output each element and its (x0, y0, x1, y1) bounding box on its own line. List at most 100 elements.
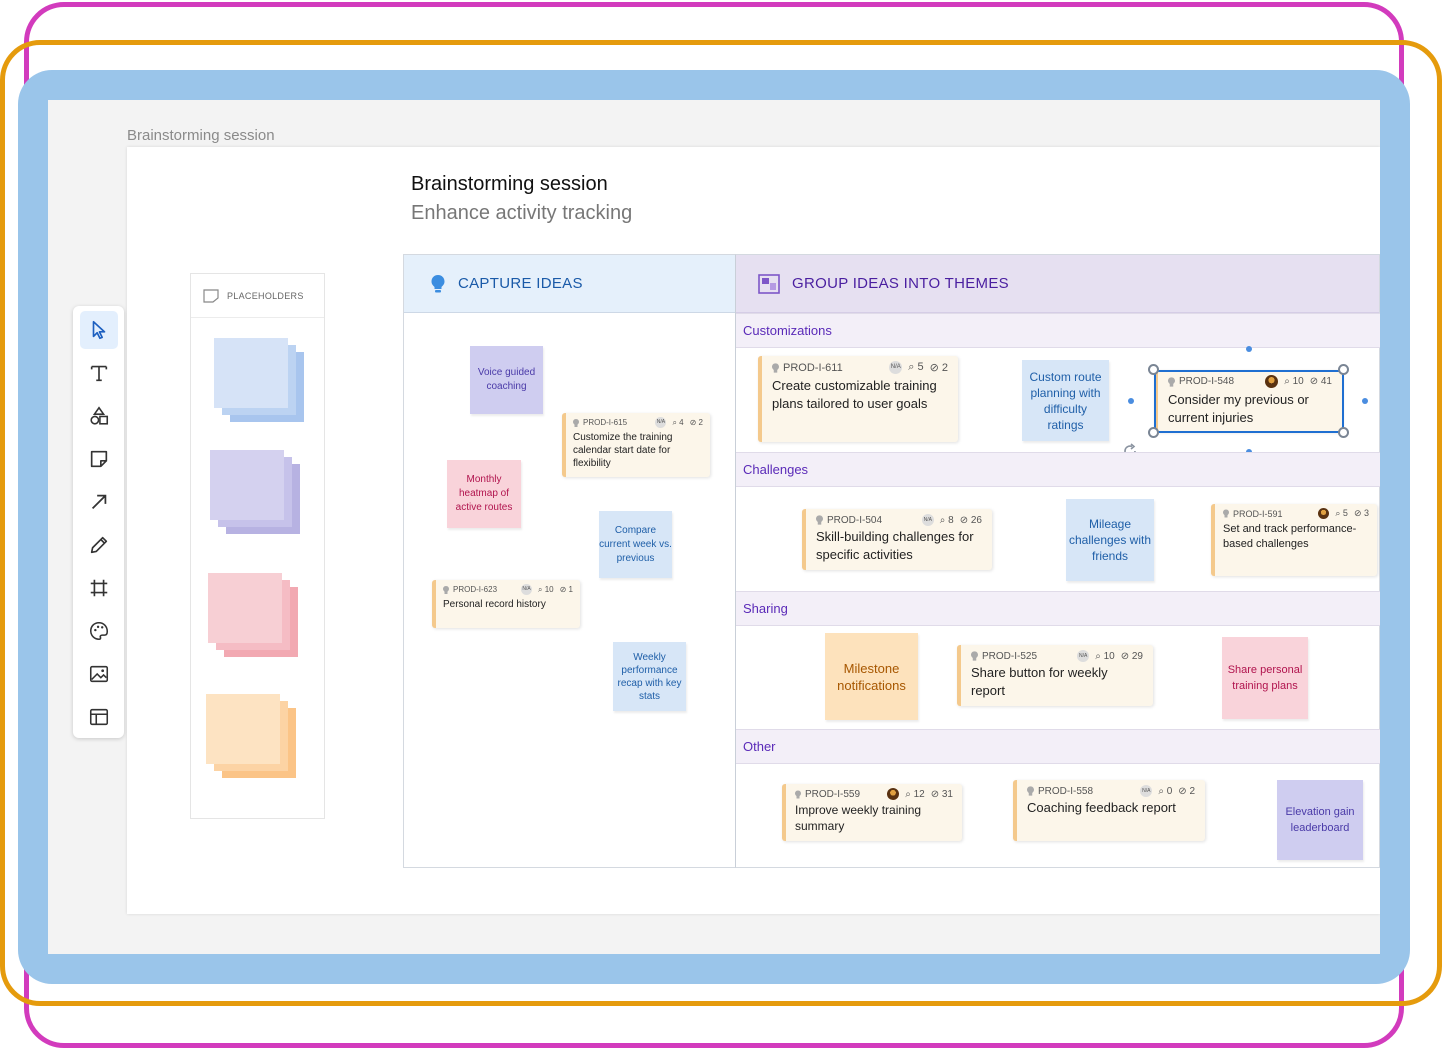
idea-card[interactable]: PROD-I-504 N/A ⌕ 8 ⊘ 26 Skill-building c… (802, 509, 992, 570)
insights-count: ⊘ 2 (1178, 785, 1195, 797)
sticky-note[interactable]: Weekly performance recap with key stats (613, 642, 686, 711)
lightbulb-icon (443, 585, 449, 594)
idea-meta: PROD-I-591 ⌕ 5 ⊘ 3 (1223, 508, 1369, 519)
template-tool[interactable] (80, 698, 118, 736)
theme-label[interactable]: Sharing (736, 592, 1380, 626)
text-tool[interactable] (80, 354, 118, 392)
insights-count: ⊘ 29 (1120, 650, 1143, 662)
placeholder-note-orange[interactable] (206, 694, 296, 780)
avatar (1318, 508, 1330, 519)
palette-icon (89, 621, 108, 641)
idea-key[interactable]: PROD-I-615 (583, 418, 628, 427)
pointer-icon (92, 320, 105, 340)
pointer-tool[interactable] (79, 311, 118, 349)
idea-title: Improve weekly training summary (795, 803, 922, 833)
image-icon (89, 665, 108, 683)
palette-tool[interactable] (80, 612, 118, 650)
breadcrumb[interactable]: Brainstorming session (127, 127, 275, 144)
idea-key[interactable]: PROD-I-611 (783, 361, 843, 374)
idea-card[interactable]: PROD-I-591 ⌕ 5 ⊘ 3 Set and track perform… (1211, 504, 1377, 576)
arrow-icon (91, 494, 106, 510)
idea-meta: PROD-I-559 ⌕ 12 ⊘ 31 (795, 788, 953, 800)
drawing-toolbar (73, 306, 124, 738)
theme-label[interactable]: Other (736, 730, 1380, 764)
lightbulb-icon (1223, 509, 1229, 518)
capture-ideas-section: CAPTURE IDEAS Voice guided coaching Mont… (403, 254, 736, 868)
avatar (887, 788, 900, 800)
idea-key[interactable]: PROD-I-559 (805, 788, 861, 800)
image-tool[interactable] (80, 655, 118, 693)
frame-tool[interactable] (80, 569, 118, 607)
idea-meta: PROD-I-504 N/A ⌕ 8 ⊘ 26 (816, 514, 982, 526)
idea-key[interactable]: PROD-I-504 (827, 514, 883, 526)
idea-title: Create customizable training plans tailo… (772, 378, 937, 411)
insights-count: ⊘ 2 (689, 418, 703, 427)
resize-handle[interactable] (1338, 364, 1349, 375)
idea-key[interactable]: PROD-I-591 (1233, 508, 1283, 519)
connector-dot[interactable] (1246, 346, 1252, 352)
capture-ideas-title: CAPTURE IDEAS (458, 275, 583, 292)
votes-count: ⌕ 5 (1335, 508, 1348, 518)
sticky-note[interactable]: Voice guided coaching (470, 346, 543, 414)
lightbulb-icon (816, 515, 823, 525)
shapes-tool[interactable] (80, 397, 118, 435)
idea-card[interactable]: PROD-I-611 N/A ⌕ 5 ⊘ 2 Create customizab… (758, 356, 958, 442)
idea-meta: PROD-I-623 N/A ⌕ 10 ⊘ 1 (443, 584, 573, 595)
na-badge: N/A (1140, 785, 1153, 797)
idea-key[interactable]: PROD-I-558 (1038, 785, 1094, 797)
idea-card-selected[interactable]: PROD-I-548 ⌕ 10 ⊘ 41 Consider my previou… (1154, 370, 1342, 432)
votes-count: ⌕ 12 (905, 788, 925, 800)
pen-tool[interactable] (80, 526, 118, 564)
sticky-note[interactable]: Mileage challenges with friends (1066, 499, 1154, 581)
template-icon (89, 708, 108, 726)
lightbulb-icon (431, 274, 445, 292)
sticky-note-icon (203, 288, 219, 303)
resize-handle[interactable] (1148, 364, 1159, 375)
votes-count: ⌕ 5 (908, 361, 924, 373)
pen-icon (90, 536, 107, 554)
idea-card[interactable]: PROD-I-558 N/A ⌕ 0 ⊘ 2 Coaching feedback… (1013, 780, 1205, 841)
votes-count: ⌕ 10 (1095, 650, 1115, 662)
insights-count: ⊘ 41 (1309, 376, 1332, 387)
idea-key[interactable]: PROD-I-548 (1179, 376, 1235, 387)
sticky-note-tool[interactable] (80, 440, 118, 478)
na-badge: N/A (655, 417, 667, 428)
idea-card[interactable]: PROD-I-525 N/A ⌕ 10 ⊘ 29 Share button fo… (957, 645, 1153, 706)
insights-count: ⊘ 3 (1353, 508, 1369, 518)
idea-title: Set and track performance-based challeng… (1223, 523, 1357, 550)
connector-dot[interactable] (1128, 398, 1134, 404)
idea-key[interactable]: PROD-I-525 (982, 650, 1038, 662)
capture-ideas-header: CAPTURE IDEAS (404, 255, 735, 313)
votes-count: ⌕ 10 (538, 584, 554, 594)
board-canvas[interactable]: Brainstorming session Enhance activity t… (127, 147, 1380, 914)
sticky-note[interactable]: Custom route planning with difficulty ra… (1022, 360, 1109, 441)
placeholder-note-blue[interactable] (214, 338, 304, 424)
resize-handle[interactable] (1338, 427, 1349, 438)
na-badge: N/A (889, 361, 903, 374)
idea-title: Skill-building challenges for specific a… (816, 529, 974, 562)
theme-label[interactable]: Customizations (736, 314, 1380, 348)
sticky-note[interactable]: Monthly heatmap of active routes (447, 460, 521, 528)
connector-dot[interactable] (1362, 398, 1368, 404)
idea-card[interactable]: PROD-I-623 N/A ⌕ 10 ⊘ 1 Personal record … (432, 580, 580, 628)
placeholder-note-purple[interactable] (210, 450, 300, 536)
avatar (1265, 375, 1279, 388)
theme-challenges: Challenges (736, 452, 1380, 591)
sticky-note[interactable]: Share personal training plans (1222, 637, 1308, 719)
theme-label[interactable]: Challenges (736, 453, 1380, 487)
sticky-note[interactable]: Milestone notifications (825, 633, 918, 720)
sticky-note[interactable]: Compare current week vs. previous (599, 511, 672, 578)
theme-customizations: Customizations (736, 313, 1380, 452)
votes-count: ⌕ 10 (1284, 376, 1304, 387)
idea-key[interactable]: PROD-I-623 (453, 585, 498, 594)
group-ideas-title: GROUP IDEAS INTO THEMES (792, 275, 1009, 292)
arrow-tool[interactable] (80, 483, 118, 521)
idea-meta: PROD-I-611 N/A ⌕ 5 ⊘ 2 (772, 361, 948, 374)
idea-title: Personal record history (443, 599, 546, 610)
theme-sharing: Sharing (736, 591, 1380, 729)
idea-card[interactable]: PROD-I-615 N/A ⌕ 4 ⊘ 2 Customize the tra… (562, 413, 710, 477)
placeholder-note-pink[interactable] (208, 573, 298, 659)
resize-handle[interactable] (1148, 427, 1159, 438)
idea-card[interactable]: PROD-I-559 ⌕ 12 ⊘ 31 Improve weekly trai… (782, 784, 962, 841)
sticky-note[interactable]: Elevation gain leaderboard (1277, 780, 1363, 860)
